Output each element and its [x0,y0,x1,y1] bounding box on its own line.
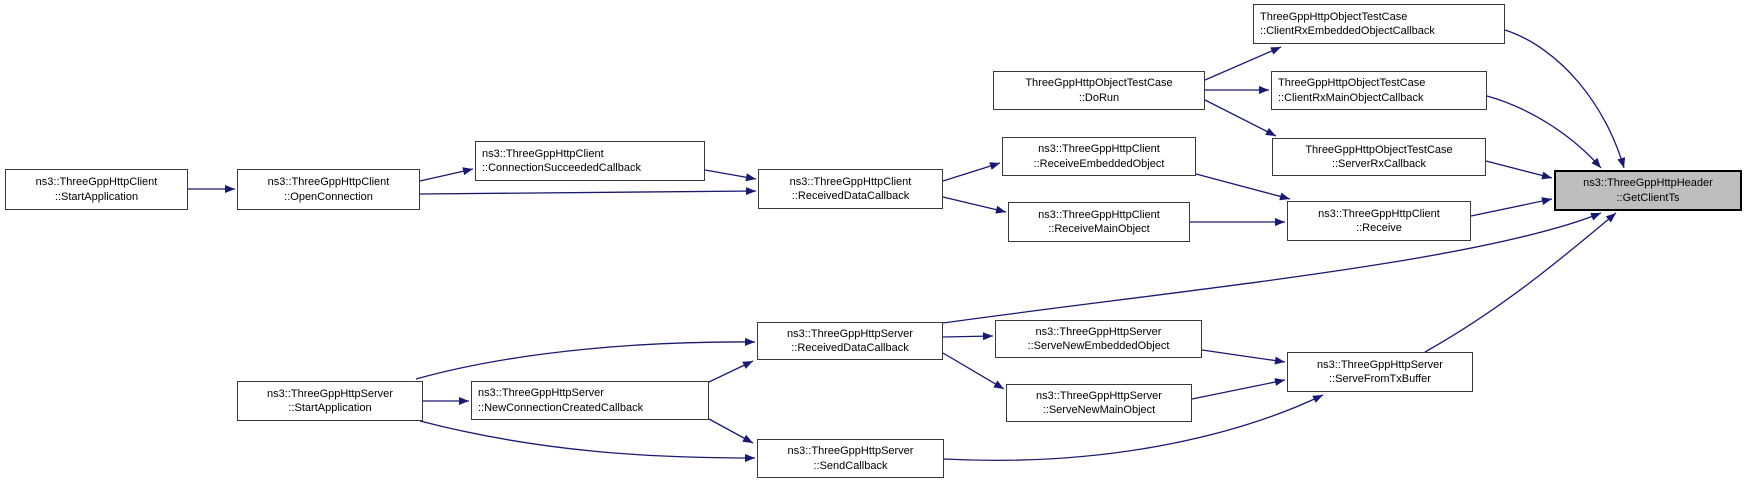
node-label: ns3::ThreeGppHttpClient ::ReceiveEmbedde… [1033,143,1165,170]
edge-server-serve-from-tx-buffer--header-get-client-ts [1424,212,1617,353]
edge-client-receive--header-get-client-ts [1470,197,1553,217]
node-server-serve-new-embedded-object[interactable]: ns3::ThreeGppHttpServer ::ServeNewEmbedd… [995,320,1202,358]
edge-testcase-server-rx-callback--header-get-client-ts [1485,160,1553,180]
node-server-received-data-callback[interactable]: ns3::ThreeGppHttpServer ::ReceivedDataCa… [757,322,943,360]
node-label: ns3::ThreeGppHttpServer ::StartApplicati… [267,387,393,415]
node-server-start-application[interactable]: ns3::ThreeGppHttpServer ::StartApplicati… [237,381,423,421]
node-label: ns3::ThreeGppHttpServer ::ServeNewMainOb… [1036,389,1162,417]
node-client-open-connection[interactable]: ns3::ThreeGppHttpClient ::OpenConnection [237,169,420,210]
node-label: ns3::ThreeGppHttpServer ::ReceivedDataCa… [787,327,913,355]
edge-client-open-connection--client-connection-succeeded-callback [419,167,474,182]
node-server-new-connection-created-callback[interactable]: ns3::ThreeGppHttpServer ::NewConnectionC… [471,381,709,420]
node-label: ns3::ThreeGppHttpClient ::StartApplicati… [35,176,158,203]
node-label: ThreeGppHttpObjectTestCase ::ClientRxMai… [1278,77,1426,104]
node-server-serve-from-tx-buffer[interactable]: ns3::ThreeGppHttpServer ::ServeFromTxBuf… [1287,352,1473,392]
node-testcase-client-rx-embedded-object-callback[interactable]: ThreeGppHttpObjectTestCase ::ClientRxEmb… [1253,4,1505,44]
node-label: ns3::ThreeGppHttpClient ::ReceivedDataCa… [789,175,912,203]
edge-server-start-application--server-received-data-callback [415,337,756,380]
edge-client-connection-succeeded-callback--client-received-data-callback [704,169,757,182]
node-testcase-dorun[interactable]: ThreeGppHttpObjectTestCase ::DoRun [993,71,1205,110]
node-label: ThreeGppHttpObjectTestCase ::ServerRxCal… [1305,143,1453,171]
node-header-get-client-ts: ns3::ThreeGppHttpHeader ::GetClientTs [1554,170,1742,211]
edge-client-open-connection--client-received-data-callback [419,187,757,196]
node-label: ns3::ThreeGppHttpHeader ::GetClientTs [1583,177,1713,204]
edge-server-serve-new-main-object--server-serve-from-tx-buffer [1191,378,1286,400]
node-label: ns3::ThreeGppHttpClient ::OpenConnection [267,176,390,203]
node-client-start-application[interactable]: ns3::ThreeGppHttpClient ::StartApplicati… [5,169,188,210]
node-client-receive[interactable]: ns3::ThreeGppHttpClient ::Receive [1287,201,1471,241]
edge-server-received-data-callback--header-get-client-ts [942,212,1602,324]
edge-client-received-data-callback--client-receive-main-object [942,196,1007,214]
edge-server-new-connection-created-callback--server-received-data-callback [708,360,754,383]
node-client-receive-embedded-object[interactable]: ns3::ThreeGppHttpClient ::ReceiveEmbedde… [1002,137,1196,176]
edge-server-received-data-callback--server-serve-new-main-object [942,352,1005,390]
node-label: ns3::ThreeGppHttpServer ::ServeNewEmbedd… [1027,325,1170,353]
edge-server-received-data-callback--server-serve-new-embedded-object [942,332,994,341]
edge-client-received-data-callback--client-receive-embedded-object [942,162,1001,182]
edge-client-receive-embedded-object--client-receive [1195,173,1291,201]
node-label: ns3::ThreeGppHttpServer ::SendCallback [787,445,914,472]
edge-server-send-callback--server-serve-from-tx-buffer [943,394,1324,461]
node-label: ns3::ThreeGppHttpClient ::Receive [1318,207,1440,235]
node-label: ns3::ThreeGppHttpServer ::ServeFromTxBuf… [1317,358,1443,386]
edge-testcase-dorun--testcase-client-rx-embedded-object-callback [1204,46,1282,81]
edges-group [188,29,1626,462]
edge-testcase-client-rx-main-object-callback--header-get-client-ts [1486,95,1602,169]
edge-server-new-connection-created-callback--server-send-callback [708,418,754,444]
node-server-send-callback[interactable]: ns3::ThreeGppHttpServer ::SendCallback [757,439,944,478]
node-testcase-server-rx-callback[interactable]: ThreeGppHttpObjectTestCase ::ServerRxCal… [1272,138,1486,176]
node-server-serve-new-main-object[interactable]: ns3::ThreeGppHttpServer ::ServeNewMainOb… [1006,384,1192,422]
node-testcase-client-rx-main-object-callback[interactable]: ThreeGppHttpObjectTestCase ::ClientRxMai… [1271,71,1487,110]
node-label: ns3::ThreeGppHttpClient ::ReceiveMainObj… [1038,208,1160,236]
node-label: ns3::ThreeGppHttpServer ::NewConnectionC… [478,387,644,414]
edge-server-start-application--server-send-callback [419,420,756,462]
edge-server-serve-new-embedded-object--server-serve-from-tx-buffer [1201,349,1286,365]
edge-testcase-client-rx-embedded-object-callback--header-get-client-ts [1504,29,1626,169]
edge-testcase-dorun--testcase-server-rx-callback [1204,99,1277,137]
node-client-connection-succeeded-callback[interactable]: ns3::ThreeGppHttpClient ::ConnectionSucc… [475,141,705,181]
node-label: ns3::ThreeGppHttpClient ::ConnectionSucc… [482,147,641,175]
node-client-received-data-callback[interactable]: ns3::ThreeGppHttpClient ::ReceivedDataCa… [758,169,943,209]
node-label: ThreeGppHttpObjectTestCase ::DoRun [1025,77,1173,104]
node-label: ThreeGppHttpObjectTestCase ::ClientRxEmb… [1260,10,1435,38]
node-client-receive-main-object[interactable]: ns3::ThreeGppHttpClient ::ReceiveMainObj… [1008,202,1190,242]
